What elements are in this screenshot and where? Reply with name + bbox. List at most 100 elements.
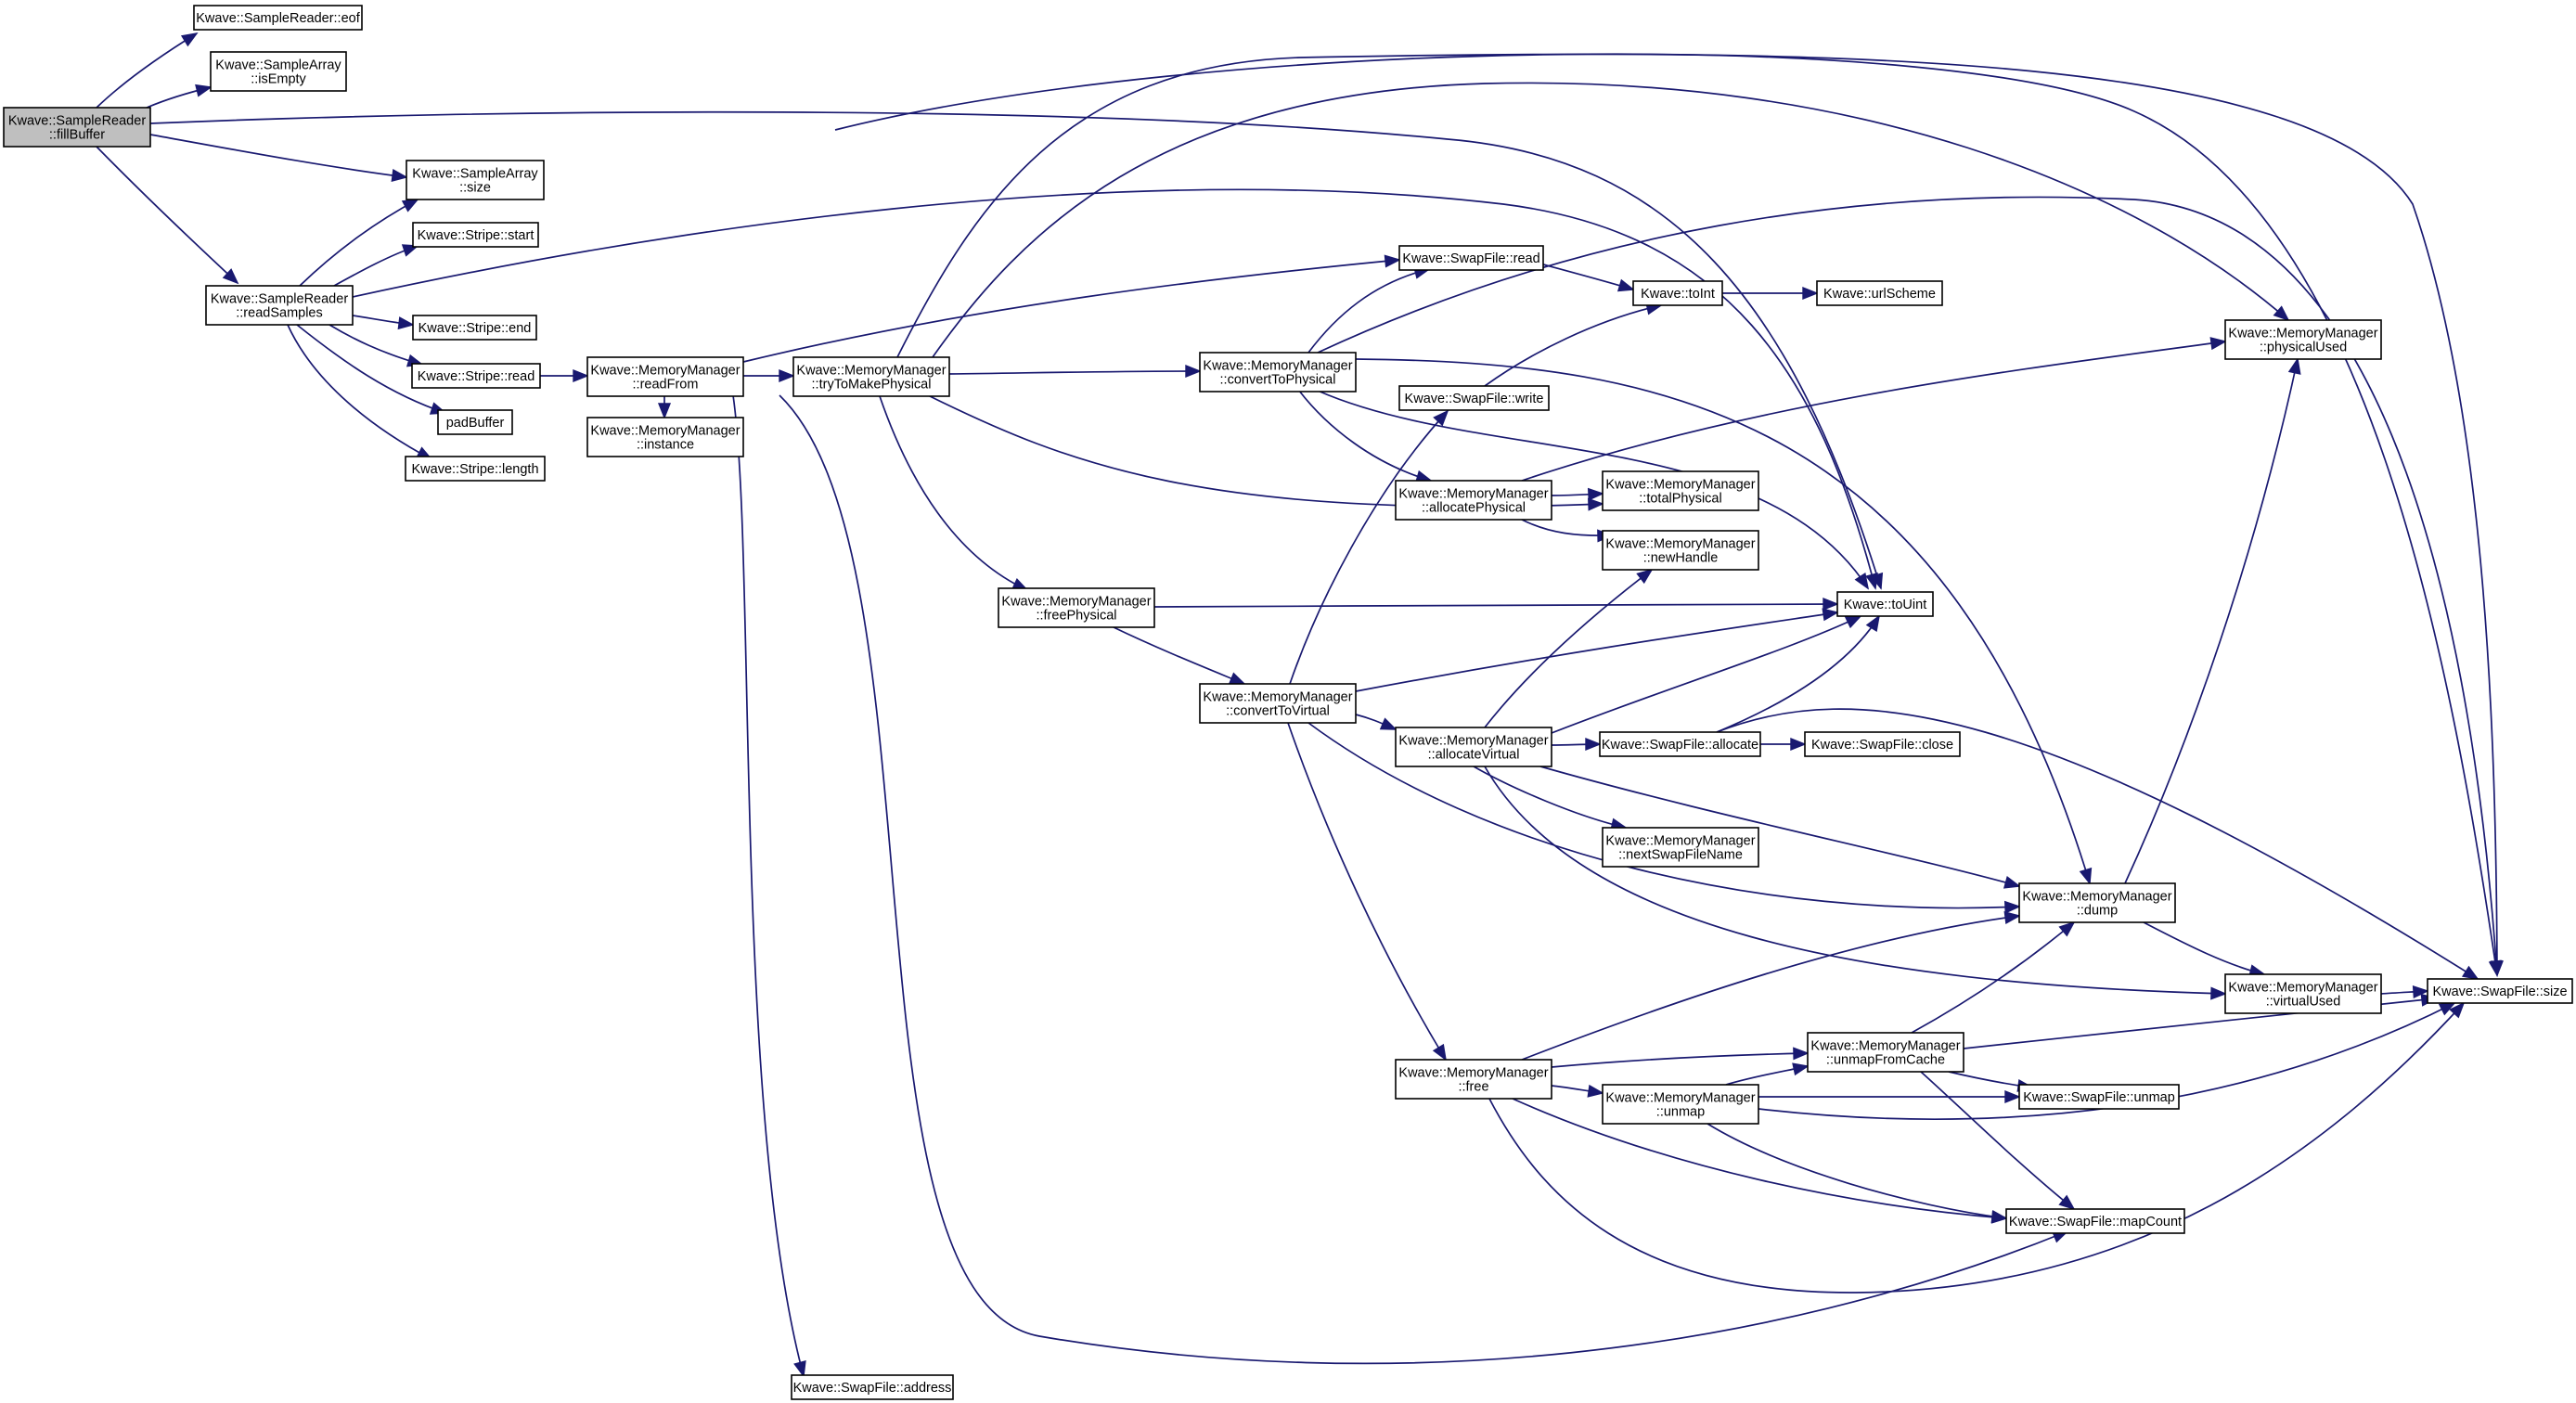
- arrowhead: [1865, 614, 1880, 633]
- node-readSamples[interactable]: Kwave::SampleReader::readSamples: [205, 285, 354, 326]
- edge-swapWrite-to-toInt: [1484, 302, 1663, 387]
- node-box[interactable]: [1602, 470, 1759, 511]
- node-box[interactable]: [1816, 280, 1943, 306]
- node-box[interactable]: [1199, 352, 1357, 393]
- node-box[interactable]: [1836, 591, 1934, 617]
- node-totalPhysical[interactable]: Kwave::MemoryManager::totalPhysical: [1602, 470, 1759, 511]
- node-fillBuffer[interactable]: Kwave::SampleReader::fillBuffer: [3, 107, 151, 148]
- node-virtualUsed[interactable]: Kwave::MemoryManager::virtualUsed: [2224, 973, 2382, 1014]
- edge-swapAllocate-to-toUint: [1716, 614, 1880, 733]
- node-stripeEnd[interactable]: Kwave::Stripe::end: [412, 315, 537, 341]
- node-stripeLength[interactable]: Kwave::Stripe::length: [405, 456, 546, 482]
- node-box[interactable]: [1632, 280, 1723, 306]
- node-box[interactable]: [1395, 480, 1552, 521]
- node-box[interactable]: [1602, 827, 1759, 868]
- edge-readFrom-to-mapCount: [779, 394, 2069, 1365]
- node-unmap[interactable]: Kwave::MemoryManager::unmap: [1602, 1084, 1759, 1125]
- node-newHandle[interactable]: Kwave::MemoryManager::newHandle: [1602, 530, 1759, 571]
- arrowhead: [195, 84, 213, 97]
- node-mapCount[interactable]: Kwave::SwapFile::mapCount: [2005, 1208, 2185, 1234]
- arrowhead: [1823, 597, 1839, 611]
- node-swapAddress[interactable]: Kwave::SwapFile::address: [791, 1374, 954, 1400]
- edge-freePhysical-to-toUint: [1153, 597, 1839, 611]
- arrowhead: [1185, 364, 1202, 379]
- edge-convertToVirtual-to-dump: [1307, 722, 2021, 914]
- node-arraySize[interactable]: Kwave::SampleArray::size: [406, 160, 545, 200]
- node-box[interactable]: [586, 417, 744, 457]
- node-toUint[interactable]: Kwave::toUint: [1836, 591, 1934, 617]
- node-unmapFromCache[interactable]: Kwave::MemoryManager::unmapFromCache: [1807, 1032, 1964, 1073]
- node-allocatePhysical[interactable]: Kwave::MemoryManager::allocatePhysical: [1395, 480, 1552, 521]
- node-label: ::nextSwapFileName: [1618, 848, 1743, 863]
- node-eof[interactable]: Kwave::SampleReader::eof: [193, 5, 363, 31]
- edge-fillBuffer-to-isEmpty: [146, 84, 213, 109]
- node-swapSize[interactable]: Kwave::SwapFile::size: [2427, 978, 2573, 1004]
- node-box[interactable]: [2224, 973, 2382, 1014]
- node-box[interactable]: [412, 222, 539, 248]
- node-box[interactable]: [1398, 385, 1550, 411]
- node-label: ::size: [459, 181, 491, 196]
- node-instance[interactable]: Kwave::MemoryManager::instance: [586, 417, 744, 457]
- node-box[interactable]: [205, 285, 354, 326]
- node-box[interactable]: [586, 356, 744, 397]
- node-label: ::readSamples: [236, 306, 323, 321]
- node-swapClose[interactable]: Kwave::SwapFile::close: [1804, 731, 1961, 757]
- node-label: Kwave::SwapFile::address: [793, 1381, 952, 1396]
- node-box[interactable]: [406, 160, 545, 200]
- node-box[interactable]: [1395, 1059, 1552, 1100]
- node-physicalUsed[interactable]: Kwave::MemoryManager::physicalUsed: [2224, 319, 2382, 360]
- node-allocateVirtual[interactable]: Kwave::MemoryManager::allocateVirtual: [1395, 727, 1552, 767]
- node-label: padBuffer: [446, 416, 505, 431]
- node-box[interactable]: [193, 5, 363, 31]
- node-tryToMakePhysical[interactable]: Kwave::MemoryManager::tryToMakePhysical: [792, 356, 950, 397]
- node-box[interactable]: [437, 409, 513, 435]
- node-box[interactable]: [998, 587, 1155, 628]
- node-box[interactable]: [412, 315, 537, 341]
- node-swapAllocate[interactable]: Kwave::SwapFile::allocate: [1599, 731, 1761, 757]
- edge-fillBuffer-to-readSamples: [96, 146, 239, 285]
- node-label: ::freePhysical: [1036, 609, 1116, 624]
- node-dump[interactable]: Kwave::MemoryManager::dump: [2018, 882, 2176, 923]
- node-padBuffer[interactable]: padBuffer: [437, 409, 513, 435]
- node-stripeRead[interactable]: Kwave::Stripe::read: [411, 363, 541, 389]
- node-box[interactable]: [2224, 319, 2382, 360]
- node-box[interactable]: [1804, 731, 1961, 757]
- node-nextSwapFileName[interactable]: Kwave::MemoryManager::nextSwapFileName: [1602, 827, 1759, 868]
- arrowhead: [2003, 911, 2021, 925]
- node-isEmpty[interactable]: Kwave::SampleArray::isEmpty: [210, 51, 347, 92]
- node-swapRead[interactable]: Kwave::SwapFile::read: [1398, 245, 1544, 271]
- node-box[interactable]: [2018, 882, 2176, 923]
- node-box[interactable]: [1602, 1084, 1759, 1125]
- node-box[interactable]: [1199, 683, 1357, 724]
- node-toInt[interactable]: Kwave::toInt: [1632, 280, 1723, 306]
- node-free[interactable]: Kwave::MemoryManager::free: [1395, 1059, 1552, 1100]
- node-box[interactable]: [1395, 727, 1552, 767]
- node-swapWrite[interactable]: Kwave::SwapFile::write: [1398, 385, 1550, 411]
- node-freePhysical[interactable]: Kwave::MemoryManager::freePhysical: [998, 587, 1155, 628]
- node-label: Kwave::Stripe::start: [418, 228, 535, 243]
- arrowhead: [1790, 737, 1807, 752]
- node-box[interactable]: [2005, 1208, 2185, 1234]
- node-box[interactable]: [791, 1374, 954, 1400]
- node-box[interactable]: [1599, 731, 1761, 757]
- node-box[interactable]: [3, 107, 151, 148]
- node-box[interactable]: [405, 456, 546, 482]
- node-stripeStart[interactable]: Kwave::Stripe::start: [412, 222, 539, 248]
- node-box[interactable]: [2427, 978, 2573, 1004]
- node-box[interactable]: [411, 363, 541, 389]
- node-box[interactable]: [792, 356, 950, 397]
- node-label: Kwave::Stripe::end: [419, 321, 532, 336]
- node-box[interactable]: [210, 51, 347, 92]
- node-label: Kwave::SampleReader: [8, 114, 146, 129]
- node-box[interactable]: [1807, 1032, 1964, 1073]
- node-convertToVirtual[interactable]: Kwave::MemoryManager::convertToVirtual: [1199, 683, 1357, 724]
- node-urlScheme[interactable]: Kwave::urlScheme: [1816, 280, 1943, 306]
- node-box[interactable]: [1398, 245, 1544, 271]
- node-box[interactable]: [2018, 1084, 2180, 1110]
- node-convertToPhysical[interactable]: Kwave::MemoryManager::convertToPhysical: [1199, 352, 1357, 393]
- edge-free-to-unmap: [1551, 1084, 1604, 1098]
- node-readFrom[interactable]: Kwave::MemoryManager::readFrom: [586, 356, 744, 397]
- node-box[interactable]: [1602, 530, 1759, 571]
- node-swapUnmap[interactable]: Kwave::SwapFile::unmap: [2018, 1084, 2180, 1110]
